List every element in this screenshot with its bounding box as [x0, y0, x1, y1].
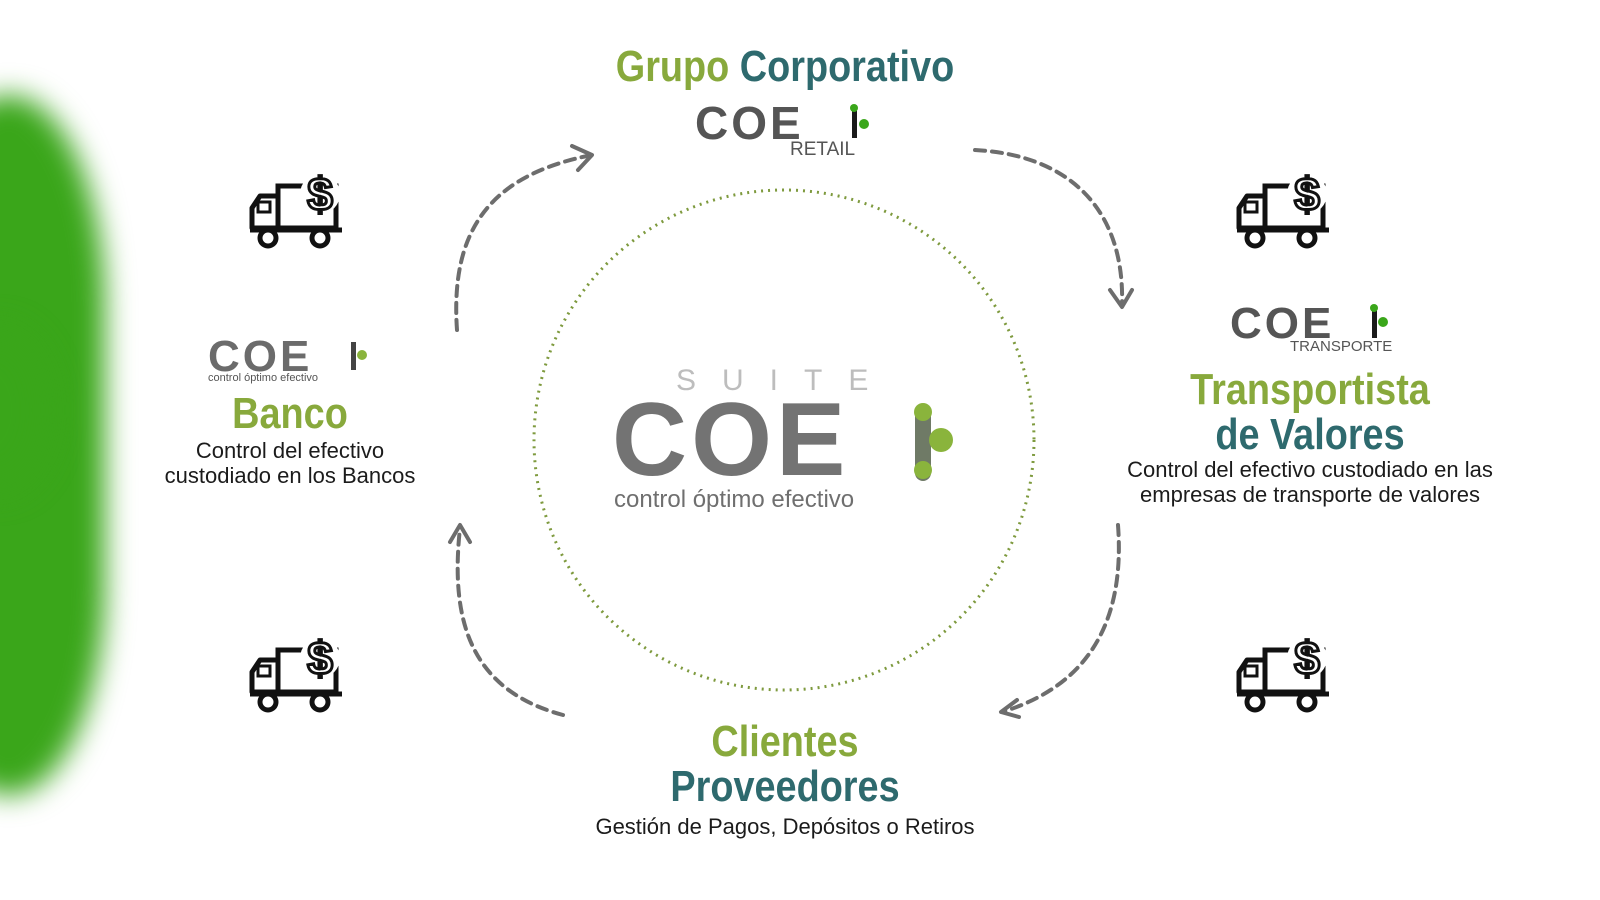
right-title-line2: de Valores [1215, 410, 1405, 459]
right-title-line1: Transportista [1190, 365, 1430, 414]
bottom-title-line2: Proveedores [670, 762, 900, 811]
truck-dollar-icon [250, 632, 342, 710]
left-desc: Control del efectivo custodiado en los B… [140, 438, 440, 488]
arrowhead-top [570, 144, 594, 172]
coe-dot-icon [1370, 304, 1388, 338]
bottom-desc: Gestión de Pagos, Depósitos o Retiros [595, 814, 975, 839]
top-logo-word: COE [695, 97, 804, 149]
bottom-title-line1: Clientes [711, 717, 859, 766]
top-logo-sub: RETAIL [790, 139, 856, 160]
center-suite: SUITE [676, 364, 895, 397]
center-logo-word: COE [612, 382, 850, 498]
arrow-right-to-bottom [1000, 523, 1121, 714]
coe-dot-icon [850, 104, 869, 138]
arrowhead-bottom [999, 698, 1021, 719]
top-title-part1: Grupo [615, 42, 730, 91]
coe-dot-icon [914, 403, 953, 481]
truck-dollar-icon [1237, 632, 1329, 710]
top-title: Grupo Corporativo [592, 45, 979, 89]
arrow-bottom-to-left [455, 526, 565, 717]
truck-dollar-icon [1237, 168, 1329, 246]
left-logo-sub: control óptimo efectivo [208, 372, 319, 384]
left-title: Banco [232, 389, 348, 438]
right-desc: Control del efectivo custodiado en las e… [1110, 457, 1510, 507]
arrowhead-right [1108, 288, 1134, 309]
left-logo-word: COE [208, 332, 313, 381]
center-tagline: control óptimo efectivo [614, 486, 855, 513]
arrow-top-to-right [973, 148, 1125, 307]
left-desc-line2: custodiado en los Bancos [164, 463, 416, 488]
truck-dollar-icon [250, 168, 342, 246]
top-title-part2: Corporativo [739, 42, 955, 91]
right-desc-line1: Control del efectivo custodiado en las [1127, 457, 1493, 482]
coe-dot-icon [351, 342, 367, 370]
right-logo-word: COE [1230, 299, 1335, 348]
arrowhead-left [448, 523, 472, 544]
center-dotted-circle [532, 188, 1036, 692]
left-desc-line1: Control del efectivo [195, 438, 385, 463]
right-desc-line2: empresas de transporte de valores [1140, 482, 1480, 507]
right-logo-sub: TRANSPORTE [1290, 338, 1393, 355]
arrow-left-to-top [454, 153, 594, 332]
